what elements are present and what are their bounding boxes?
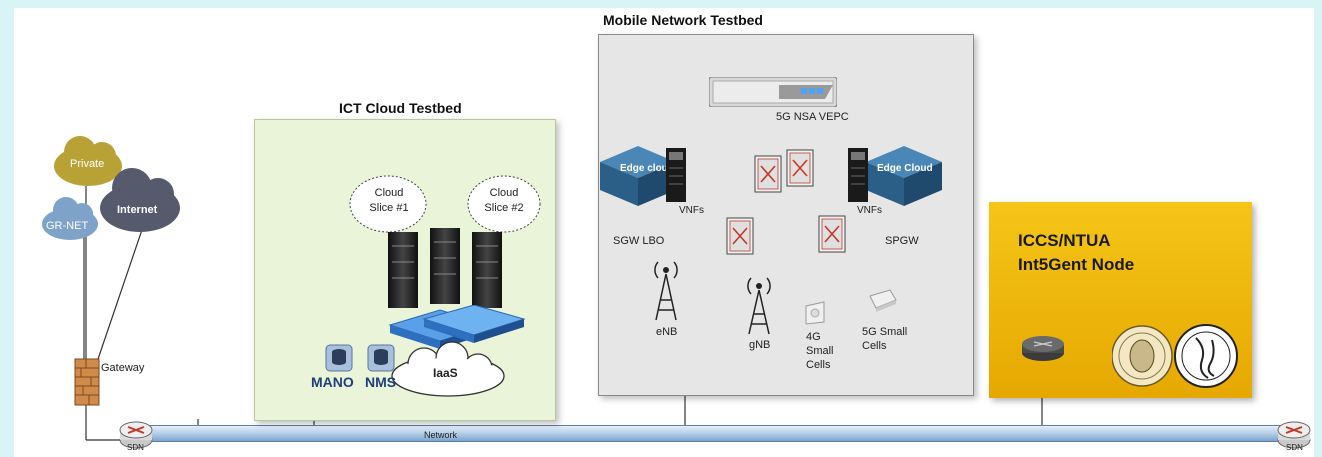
edge-cloud-left-label: Edge cloud — [620, 163, 674, 174]
vnf-server-left-icon[interactable] — [666, 148, 686, 202]
iccs-ntua-logos — [1112, 324, 1238, 388]
server-rack-icon[interactable] — [388, 228, 508, 310]
mano-label: MANO — [311, 374, 354, 390]
private-label: Private — [70, 158, 105, 170]
cloud-slice-1-label: Cloud Slice #1 — [369, 187, 409, 214]
edge-cloud-right-label: Edge Cloud — [877, 163, 933, 174]
vnfs-right-label: VNFs — [857, 205, 882, 216]
network-bus[interactable] — [140, 425, 1294, 442]
grnet-cloud[interactable] — [42, 197, 98, 240]
enb-antenna-icon[interactable] — [652, 260, 680, 322]
external-clouds — [42, 136, 180, 240]
sdn-left-label: SDN — [127, 443, 144, 452]
router-icon[interactable] — [1020, 335, 1066, 361]
switch-icon[interactable] — [754, 155, 782, 193]
small-cell-5g-icon[interactable] — [866, 288, 898, 312]
nms-label: NMS — [365, 374, 397, 390]
mano-database-icon[interactable] — [325, 344, 353, 372]
switch-icon[interactable] — [818, 215, 846, 253]
gnb-label: gNB — [749, 339, 771, 351]
gateway-label: Gateway — [101, 362, 145, 374]
spgw-label: SPGW — [885, 235, 919, 247]
iccs-title: ICCS/NTUA Int5Gent Node — [1018, 229, 1134, 277]
mobile-testbed-title: Mobile Network Testbed — [603, 12, 763, 28]
enb-label: eNB — [656, 326, 678, 338]
small-cell-4g-icon[interactable] — [804, 300, 826, 326]
nms-database-icon[interactable] — [367, 344, 395, 372]
internet-cloud[interactable] — [100, 168, 180, 232]
vnfs-left-label: VNFs — [679, 205, 704, 216]
vepc-server-icon[interactable] — [709, 77, 837, 107]
database-icons — [325, 344, 395, 372]
sdn-right-label: SDN — [1286, 443, 1303, 452]
controller-icon[interactable] — [380, 305, 530, 355]
edge-cloud-left-icon[interactable] — [600, 146, 676, 206]
ntua-logo — [1174, 324, 1238, 388]
grnet-label: GR-NET — [46, 220, 89, 232]
edge-cloud-right-icon[interactable] — [866, 146, 942, 206]
private-cloud[interactable] — [54, 136, 122, 186]
small-cells-5g-label: 5G Small Cells — [862, 326, 908, 352]
gnb-antenna-icon[interactable] — [745, 276, 773, 336]
iccs-title-line1: ICCS/NTUA — [1018, 231, 1111, 250]
iaas-label: IaaS — [433, 366, 458, 380]
iaas-cloud-icon[interactable] — [388, 340, 508, 402]
sdn-router-left-icon[interactable] — [118, 418, 154, 450]
vnf-server-right-icon[interactable] — [848, 148, 868, 202]
vepc-label: 5G NSA VEPC — [776, 111, 849, 123]
firewall-icon[interactable] — [74, 358, 100, 406]
ict-testbed-title: ICT Cloud Testbed — [339, 100, 462, 116]
iccs-title-line2: Int5Gent Node — [1018, 255, 1135, 274]
cloud-slice-2-label: Cloud Slice #2 — [484, 187, 524, 214]
sdn-router-right-icon[interactable] — [1276, 418, 1312, 450]
switch-icon[interactable] — [726, 217, 754, 255]
small-cells-4g-label: 4G Small Cells — [806, 331, 834, 371]
internet-label: Internet — [117, 204, 158, 216]
network-label: Network — [424, 430, 458, 440]
cloud-slice-bubbles — [349, 175, 541, 233]
iccs-logo — [1112, 325, 1173, 387]
switch-mesh — [726, 149, 846, 255]
switch-icon[interactable] — [786, 149, 814, 187]
sgw-lbo-label: SGW LBO — [613, 235, 665, 247]
